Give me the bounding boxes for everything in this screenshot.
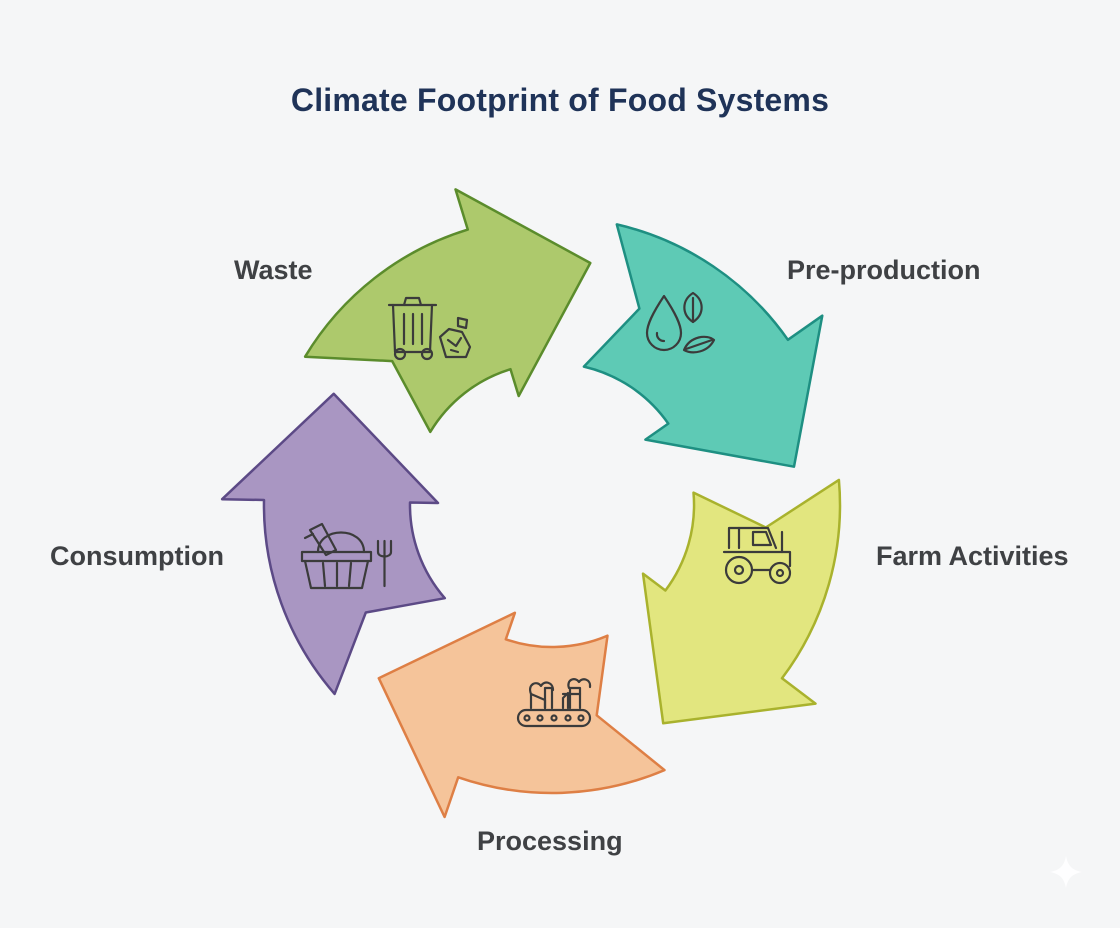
factory-conveyor-icon (516, 678, 592, 728)
stage-label-processing: Processing (477, 826, 623, 856)
stage-label-farm-activities: Farm Activities (876, 541, 1069, 571)
diagram-title: Climate Footprint of Food Systems (290, 82, 830, 118)
cycle-arrows (220, 188, 842, 819)
stage-label-pre-production: Pre-production (787, 255, 981, 285)
stage-label-consumption: Consumption (50, 541, 224, 571)
arrow-farm-activities (641, 478, 842, 725)
tractor-icon (722, 526, 792, 585)
arrow-waste (303, 188, 592, 434)
basket-fork-icon (300, 522, 393, 590)
trash-can-icon (387, 296, 472, 361)
stage-icons (300, 291, 792, 728)
water-drop-leaf-icon (645, 291, 716, 354)
arrow-pre-production (582, 223, 824, 468)
arrow-processing (377, 611, 666, 819)
stage-label-waste: Waste (234, 255, 313, 285)
sparkle-icon (1050, 856, 1082, 888)
